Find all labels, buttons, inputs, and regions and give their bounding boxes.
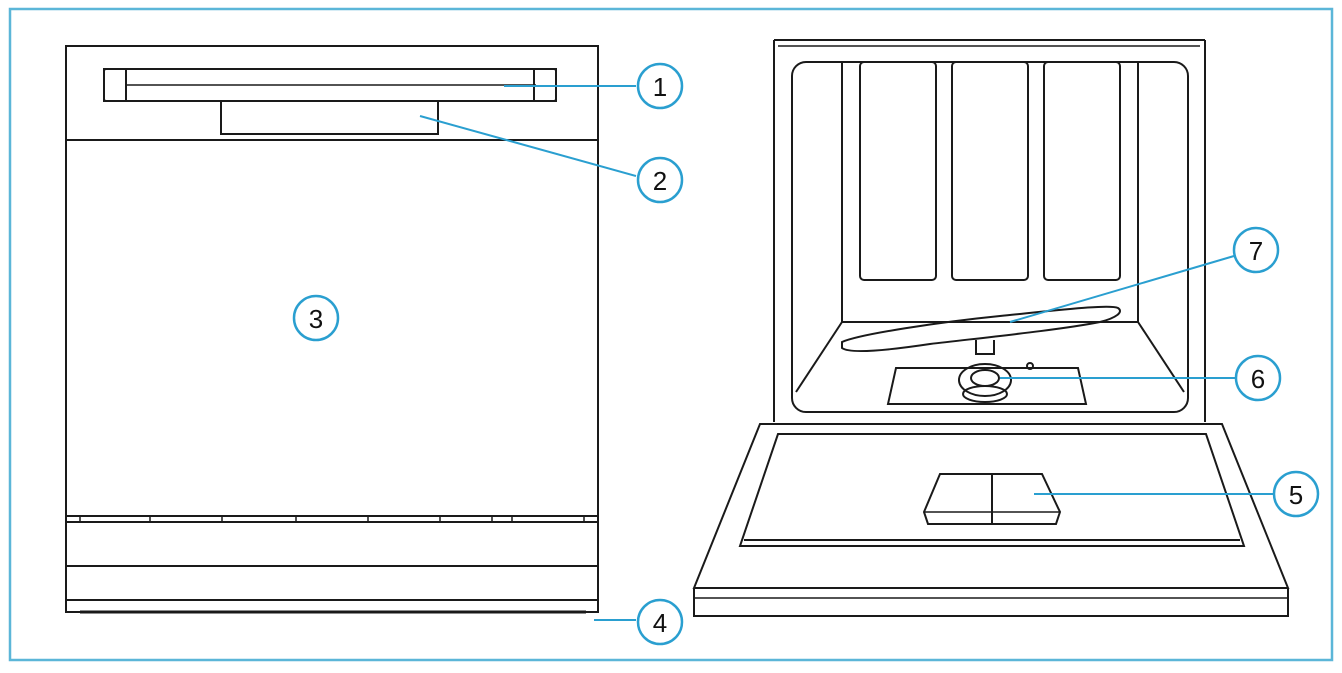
callout-label-1: 1 xyxy=(653,72,667,102)
filter-base-ring xyxy=(962,385,1008,403)
callout-labels: 1 2 3 4 5 6 7 xyxy=(309,72,1303,638)
callout-label-5: 5 xyxy=(1289,480,1303,510)
bottom-vent-marks xyxy=(79,516,585,522)
back-panel-1 xyxy=(859,61,937,281)
spray-arm-hub xyxy=(975,340,995,355)
diagram-frame xyxy=(8,7,1334,662)
leader-2 xyxy=(419,115,637,177)
dishwasher-front xyxy=(65,45,599,614)
tub-inner xyxy=(791,61,1189,413)
callout-label-2: 2 xyxy=(653,166,667,196)
back-wall xyxy=(841,62,1139,323)
control-display xyxy=(220,101,439,135)
floor-right xyxy=(1137,321,1185,393)
door-front-edge xyxy=(693,588,1289,617)
dishwasher-open xyxy=(692,39,1290,617)
tub-outer xyxy=(773,39,1206,422)
callout-leaders xyxy=(419,85,1274,621)
handle-left-cap xyxy=(103,68,127,102)
callout-circle-3 xyxy=(292,294,340,342)
filter-ring-outer xyxy=(958,363,1012,397)
callout-circles xyxy=(292,62,1320,646)
callout-circle-2 xyxy=(636,156,684,204)
callout-label-7: 7 xyxy=(1249,236,1263,266)
filter-pin xyxy=(1026,362,1034,370)
callout-circle-7 xyxy=(1232,226,1280,274)
callout-circle-6 xyxy=(1234,354,1282,402)
door-inner xyxy=(738,433,1246,547)
callout-label-6: 6 xyxy=(1251,364,1265,394)
callout-label-4: 4 xyxy=(653,608,667,638)
back-panel-2 xyxy=(951,61,1029,281)
callout-circle-5 xyxy=(1272,470,1320,518)
callout-label-3: 3 xyxy=(309,304,323,334)
leader-7 xyxy=(1009,255,1235,323)
back-panel-3 xyxy=(1043,61,1121,281)
callout-circle-4 xyxy=(636,598,684,646)
front-cabinet-outline xyxy=(65,45,599,613)
callout-circle-1 xyxy=(636,62,684,110)
floor-left xyxy=(795,321,843,393)
filter-ring-inner xyxy=(970,369,1000,387)
spray-arm xyxy=(841,305,1121,352)
filter-base xyxy=(886,367,1088,405)
